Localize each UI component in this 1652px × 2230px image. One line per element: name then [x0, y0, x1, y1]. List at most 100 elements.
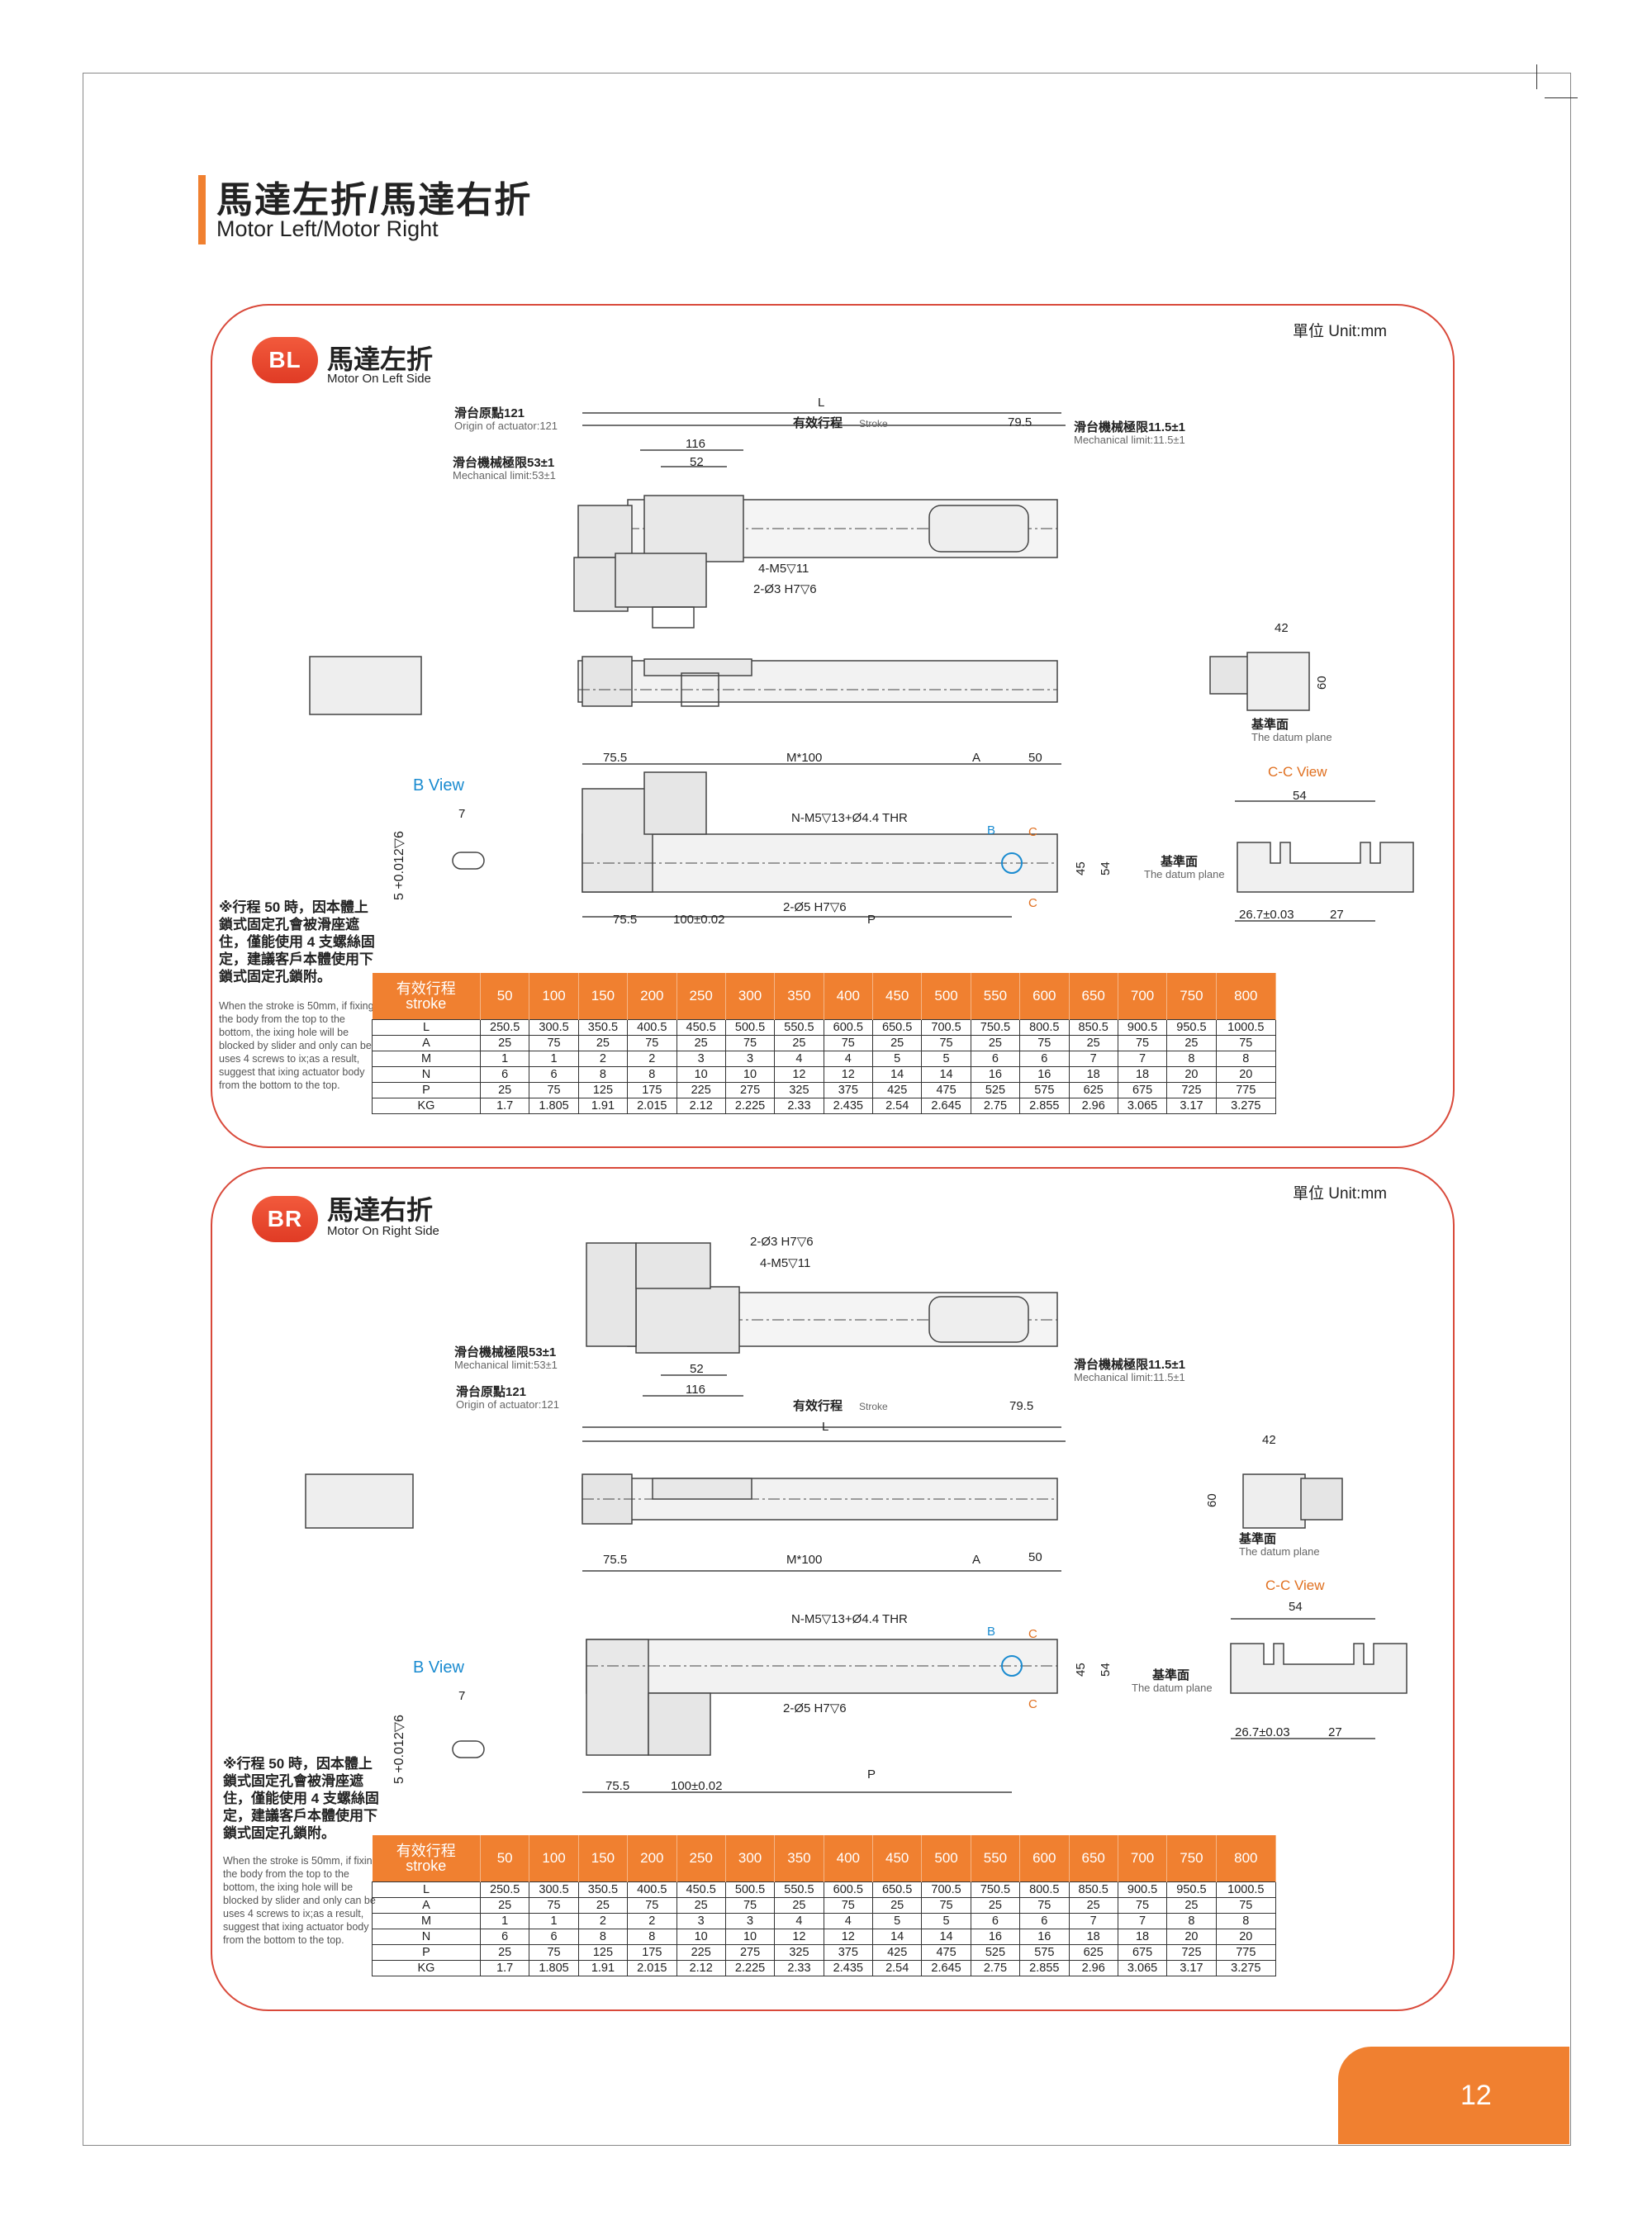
page-number-tab: [1338, 2047, 1569, 2144]
table-cell: 16: [970, 1929, 1021, 1945]
table-header-cell: 50: [480, 973, 530, 1020]
table-header-cell: 750: [1166, 973, 1217, 1020]
table-cell: 6: [529, 1929, 579, 1945]
table-header-cell: 500: [921, 973, 971, 1020]
table-cell: 2.96: [1068, 1960, 1118, 1976]
label-26-7: 26.7±0.03: [1239, 908, 1294, 922]
table-cell: 2: [627, 1913, 677, 1929]
table-header-cell: 350: [774, 973, 824, 1020]
table-cell: 800.5: [1019, 1881, 1070, 1898]
label-datum: 基準面: [1238, 1531, 1276, 1546]
table-header-cell: 800: [1216, 973, 1277, 1020]
label-m5: 4-M5▽11: [760, 1256, 810, 1270]
table-cell: 950.5: [1166, 1881, 1217, 1898]
table-cell: 575: [1019, 1944, 1070, 1961]
label-54b: 54: [1289, 1600, 1303, 1614]
label-54: 54: [1099, 861, 1113, 875]
label-mech-left-en: Mechanical limit:53±1: [453, 469, 556, 482]
table-cell: 950.5: [1166, 1019, 1217, 1036]
label-79-5: 79.5: [1008, 415, 1032, 429]
table-cell: 6: [479, 1929, 530, 1945]
table-cell: 7: [1068, 1913, 1118, 1929]
table-cell: 2.855: [1019, 1960, 1070, 1976]
table-cell: 75: [529, 1897, 579, 1914]
page-frame: [83, 73, 1571, 2146]
label-o5: 2-Ø5 H7▽6: [783, 1701, 847, 1715]
label-stroke-en: Stroke: [859, 1401, 888, 1412]
table-cell: 2.855: [1019, 1098, 1070, 1114]
table-header-cell: 450: [872, 973, 923, 1020]
table-cell: 350.5: [577, 1881, 629, 1898]
label-datum2: 基準面: [1160, 854, 1198, 869]
table-cell: 225: [676, 1082, 726, 1098]
drawing-bl: 滑台原點121 Origin of actuator:121 L 有效行程 St…: [309, 396, 1414, 927]
label-100: 100±0.02: [671, 1779, 722, 1793]
table-header-cell: 650: [1069, 1835, 1118, 1882]
page-title: 馬達左折/馬達右折: [216, 180, 533, 221]
table-cell: 25: [676, 1897, 726, 1914]
table-cell: 2.75: [970, 1098, 1021, 1114]
table-cell: 12: [774, 1929, 824, 1945]
table-cell: 20: [1215, 1929, 1277, 1945]
table-cell: 4: [823, 1913, 874, 1929]
table-cell: 1: [529, 1913, 579, 1929]
table-cell: 700.5: [921, 1881, 971, 1898]
table-cell: 14: [871, 1066, 923, 1083]
table-cell: 10: [724, 1929, 776, 1945]
table-cell: 2: [577, 1913, 629, 1929]
table-cell: 425: [871, 1944, 923, 1961]
table-cell: 75: [529, 1944, 579, 1961]
label-75-5b: 75.5: [613, 913, 637, 927]
label-75-5b: 75.5: [605, 1779, 629, 1793]
table-cell: 25: [871, 1897, 923, 1914]
label-52: 52: [690, 455, 704, 469]
label-42: 42: [1275, 621, 1289, 635]
table-cell: 400.5: [627, 1881, 677, 1898]
table-cell: 2.33: [774, 1960, 824, 1976]
table-cell: 2.12: [676, 1098, 726, 1114]
table-cell: 525: [970, 1944, 1021, 1961]
label-45: 45: [1074, 1663, 1088, 1677]
label-o3: 2-Ø3 H7▽6: [753, 582, 817, 596]
table-cell: 75: [529, 1035, 579, 1051]
title-accent-bar: [198, 175, 206, 244]
table-cell: 12: [823, 1929, 874, 1945]
label-P: P: [867, 913, 876, 927]
label-tol: 5 +0.012▽6: [392, 1715, 406, 1784]
table-cell: 300.5: [529, 1019, 579, 1036]
table-cell: 900.5: [1117, 1881, 1168, 1898]
label-origin: 滑台原點121: [454, 406, 525, 420]
label-B: B: [987, 1625, 995, 1639]
label-100: 100±0.02: [673, 913, 724, 927]
table-cell: 10: [676, 1929, 726, 1945]
table-cell: 675: [1117, 1944, 1168, 1961]
label-thr: N-M5▽13+Ø4.4 THR: [791, 1612, 908, 1626]
crop-mark: [1536, 64, 1537, 89]
table-header-cell: 550: [971, 973, 1021, 1020]
table-cell: 275: [724, 1944, 776, 1961]
section-subtitle: Motor On Left Side: [327, 372, 431, 386]
row-label: KG: [372, 1960, 481, 1976]
table-cell: 14: [921, 1929, 971, 1945]
page-number: 12: [1460, 2080, 1492, 2111]
table-header-cell: 100: [529, 1835, 579, 1882]
table-cell: 25: [676, 1035, 726, 1051]
label-C: C: [1028, 825, 1037, 839]
section-badge: BR: [252, 1196, 318, 1242]
table-cell: 5: [921, 1913, 971, 1929]
table-cell: 625: [1068, 1944, 1118, 1961]
table-cell: 2.225: [724, 1098, 776, 1114]
table-cell: 18: [1068, 1929, 1118, 1945]
label-datum-en: The datum plane: [1239, 1545, 1320, 1558]
label-origin-en: Origin of actuator:121: [454, 420, 558, 432]
label-mech-right-en: Mechanical limit:11.5±1: [1074, 434, 1185, 446]
label-79-5: 79.5: [1009, 1399, 1033, 1413]
table-cell: 125: [577, 1082, 629, 1098]
label-50: 50: [1028, 1550, 1042, 1564]
table-cell: 25: [1166, 1035, 1217, 1051]
table-header-cell: 600: [1019, 973, 1070, 1020]
